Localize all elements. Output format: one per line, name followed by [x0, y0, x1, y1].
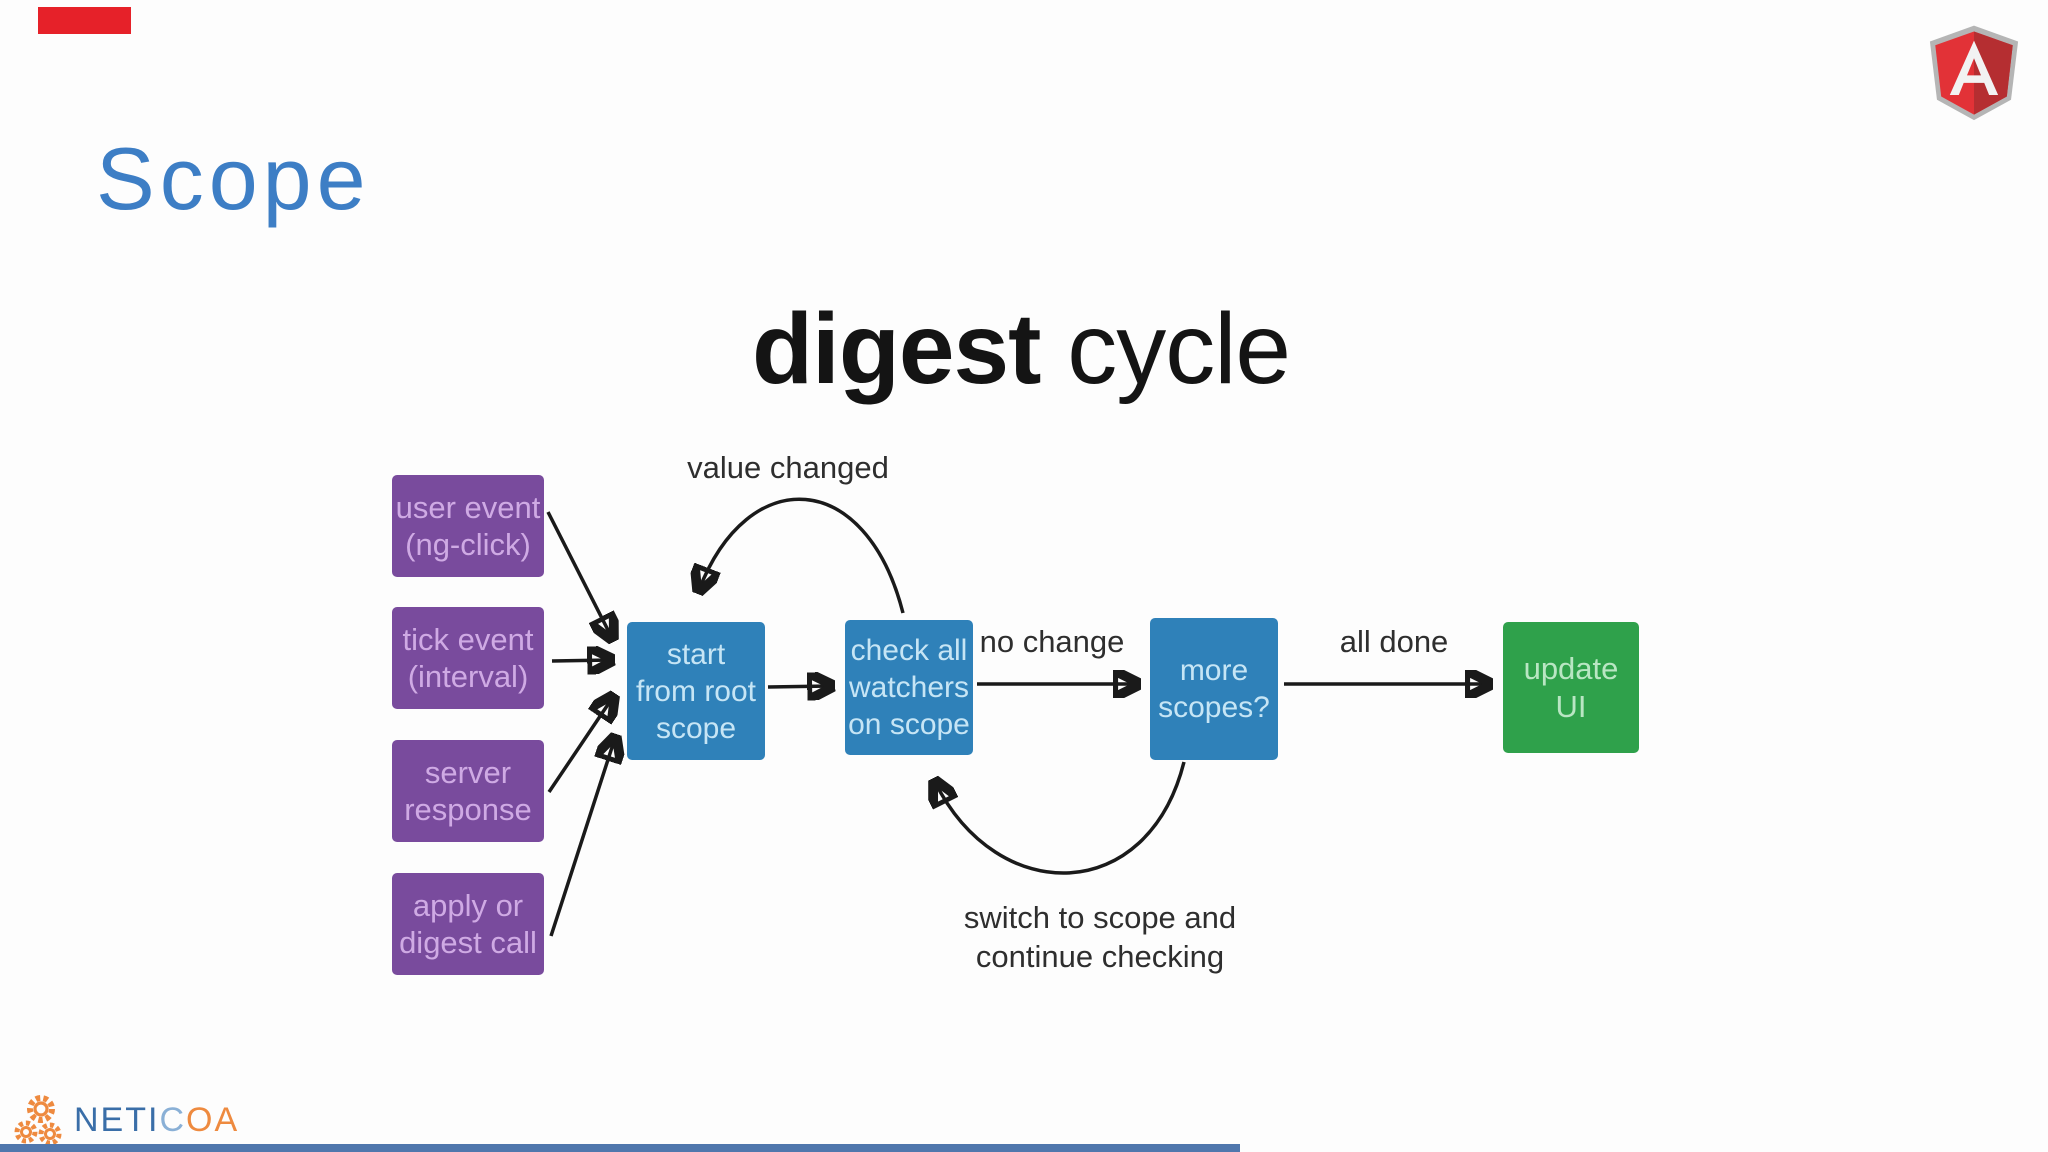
step-box-check-all-watchers: check all watchers on scope	[845, 620, 973, 755]
arrow-apply-digest-to-start	[549, 738, 615, 937]
step-box-more-scopes: more scopes?	[1150, 618, 1278, 760]
step-box-start-from-root-scope: start from root scope	[627, 622, 765, 760]
arrow-value-changed-loop	[699, 497, 905, 614]
brand-footer: NETICOA	[14, 1094, 239, 1146]
diagram-title-regular: cycle	[1040, 293, 1291, 405]
arrow-switch-scope-loop	[935, 761, 1186, 875]
record-indicator	[38, 7, 131, 34]
arrow-user-event-to-start	[546, 511, 612, 638]
brand-segment-primary: NETI	[74, 1100, 160, 1139]
gears-icon	[14, 1095, 62, 1146]
source-box-server-response: server response	[392, 740, 544, 842]
edge-label-switch-scope: switch to scope and continue checking	[963, 900, 1237, 974]
arrow-tick-event-to-start	[551, 660, 611, 661]
source-box-user-event: user event (ng-click)	[392, 475, 544, 577]
brand-name: NETICOA	[74, 1101, 239, 1140]
edge-label-all-done: all done	[1339, 624, 1449, 659]
diagram-title-bold: digest	[751, 293, 1041, 405]
edge-label-no-change: no change	[979, 624, 1125, 659]
page-title: Scope	[96, 129, 371, 228]
diagram-title: digest cycle	[751, 292, 1291, 407]
arrow-server-response-to-start	[547, 697, 613, 793]
source-box-apply-digest: apply or digest call	[392, 873, 544, 975]
result-box-update-ui: update UI	[1503, 622, 1639, 753]
angularjs-logo-icon	[1929, 25, 2019, 121]
brand-segment-accent: OA	[186, 1100, 240, 1139]
arrow-start-to-check	[767, 686, 831, 687]
edge-label-value-changed: value changed	[687, 450, 889, 485]
source-box-tick-event: tick event (interval)	[392, 607, 544, 709]
video-progress-bar[interactable]	[0, 1144, 1240, 1152]
brand-segment-secondary: C	[159, 1100, 187, 1139]
